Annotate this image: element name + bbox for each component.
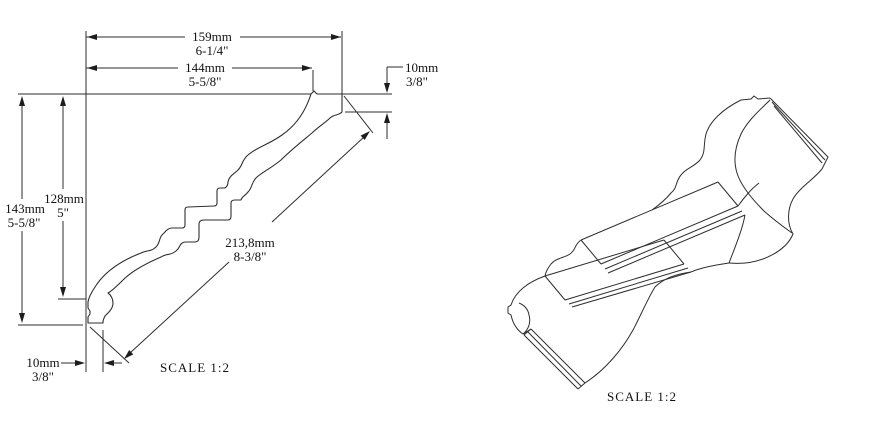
- dim-thickness-bottom-in: 3/8": [32, 369, 54, 384]
- dim-width-top-mm: 144mm: [185, 60, 225, 75]
- dim-height-upper-mm: 128mm: [44, 191, 84, 206]
- dim-height-upper-in: 5": [57, 205, 69, 220]
- dim-height-upper: 128mm 5": [44, 96, 86, 300]
- iso-bead-silhouette: [507, 275, 546, 335]
- dim-thickness-bottom-mm: 10mm: [26, 355, 59, 370]
- dim-height-total-in: 5-5/8": [8, 215, 41, 230]
- iso-top-cut-edge: [769, 97, 829, 170]
- dim-height-total-mm: 143mm: [5, 201, 45, 216]
- dim-width-top-in: 5-5/8": [189, 74, 222, 89]
- dim-thickness-bottom: 10mm 3/8": [26, 355, 122, 384]
- iso-cut-face-boundary: [734, 99, 793, 234]
- dim-face-length-in: 8-3/8": [234, 249, 267, 264]
- iso-step1-top-connector: [737, 182, 760, 207]
- iso-top-edge-double-1: [771, 101, 826, 161]
- iso-top-edge-double-2: [773, 105, 823, 164]
- iso-step-band-1: [580, 181, 746, 274]
- dim-width-top: 144mm 5-5/8": [86, 60, 312, 89]
- iso-ogee-connector-1: [544, 239, 582, 277]
- iso-step-band-2: [544, 239, 692, 308]
- dim-thickness-top-mm: 10mm: [405, 60, 438, 75]
- isometric-view: SCALE 1:2: [507, 95, 829, 404]
- iso-top-edge-notch: [740, 95, 771, 101]
- iso-bottom-flat-band: [523, 328, 586, 390]
- dim-face-length-mm: 213,8mm: [225, 235, 274, 250]
- iso-back-silhouette: [728, 168, 823, 264]
- dim-thickness-top-in: 3/8": [406, 74, 428, 89]
- iso-front-silhouette-shoulder: [651, 99, 742, 211]
- iso-riser2-end-connector: [690, 262, 730, 273]
- moulding-profile-outline: [87, 90, 343, 324]
- dim-width-total-mm: 159mm: [192, 29, 232, 44]
- iso-bead-inner-edge: [518, 302, 531, 335]
- iso-riser1-end-connector: [728, 214, 746, 264]
- dim-thickness-top: 10mm 3/8": [384, 60, 438, 139]
- dim-height-total: 143mm 5-5/8": [5, 96, 83, 326]
- profile-cross-section-view: 159mm 6-1/4" 144mm 5-5/8" 10mm 3/8": [5, 29, 438, 384]
- dim-width-total: 159mm 6-1/4": [86, 29, 341, 58]
- iso-cove-silhouette: [584, 271, 692, 384]
- dim-face-length: 213,8mm 8-3/8": [89, 95, 374, 364]
- dim-width-total-in: 6-1/4": [196, 43, 229, 58]
- scale-label-left: SCALE 1:2: [160, 360, 230, 375]
- scale-label-right: SCALE 1:2: [607, 389, 677, 404]
